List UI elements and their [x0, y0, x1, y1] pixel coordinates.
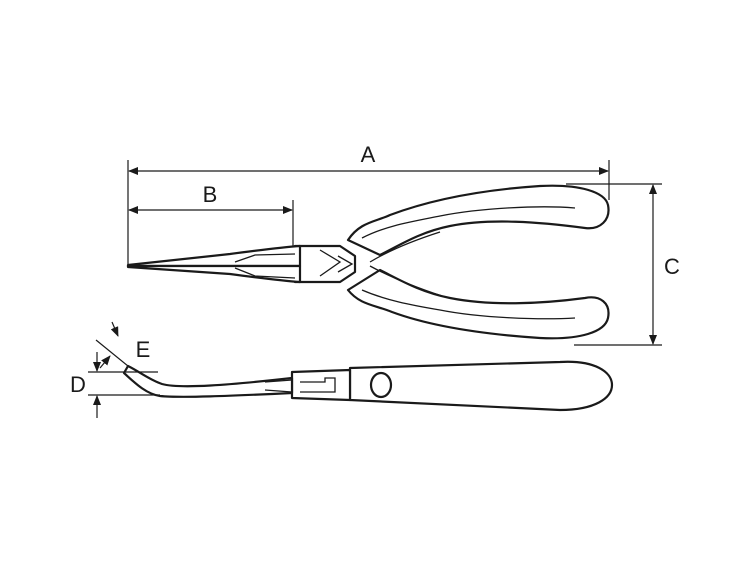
lower-handle	[346, 268, 610, 340]
lower-handle-inner-line	[361, 289, 576, 320]
dimension-d-label: D	[70, 372, 86, 397]
pivot-detail	[319, 249, 354, 277]
upper-handle-inner-line	[361, 206, 576, 239]
pliers-side-view	[122, 360, 614, 412]
upper-jaw	[126, 244, 302, 268]
pivot-joint	[293, 244, 357, 284]
dimension-e-label: E	[136, 337, 151, 362]
dimension-c: C	[566, 183, 680, 346]
dimension-d: D	[70, 352, 160, 418]
dimension-c-label: C	[664, 254, 680, 279]
dimension-a-label: A	[361, 142, 376, 167]
upper-handle	[346, 184, 610, 257]
side-joint-detail	[300, 377, 336, 393]
side-handle	[348, 360, 614, 412]
side-joint	[290, 368, 352, 402]
spring	[369, 231, 443, 297]
nose-bevel	[264, 379, 293, 393]
pliers-top-view	[126, 184, 610, 340]
lower-jaw	[126, 264, 302, 284]
dimension-e: E	[95, 321, 151, 369]
bent-nose	[122, 364, 294, 398]
handle-hole	[369, 371, 393, 399]
dimension-b: B	[128, 182, 294, 246]
dimension-b-label: B	[203, 182, 218, 207]
jaw-bevel	[234, 253, 296, 279]
